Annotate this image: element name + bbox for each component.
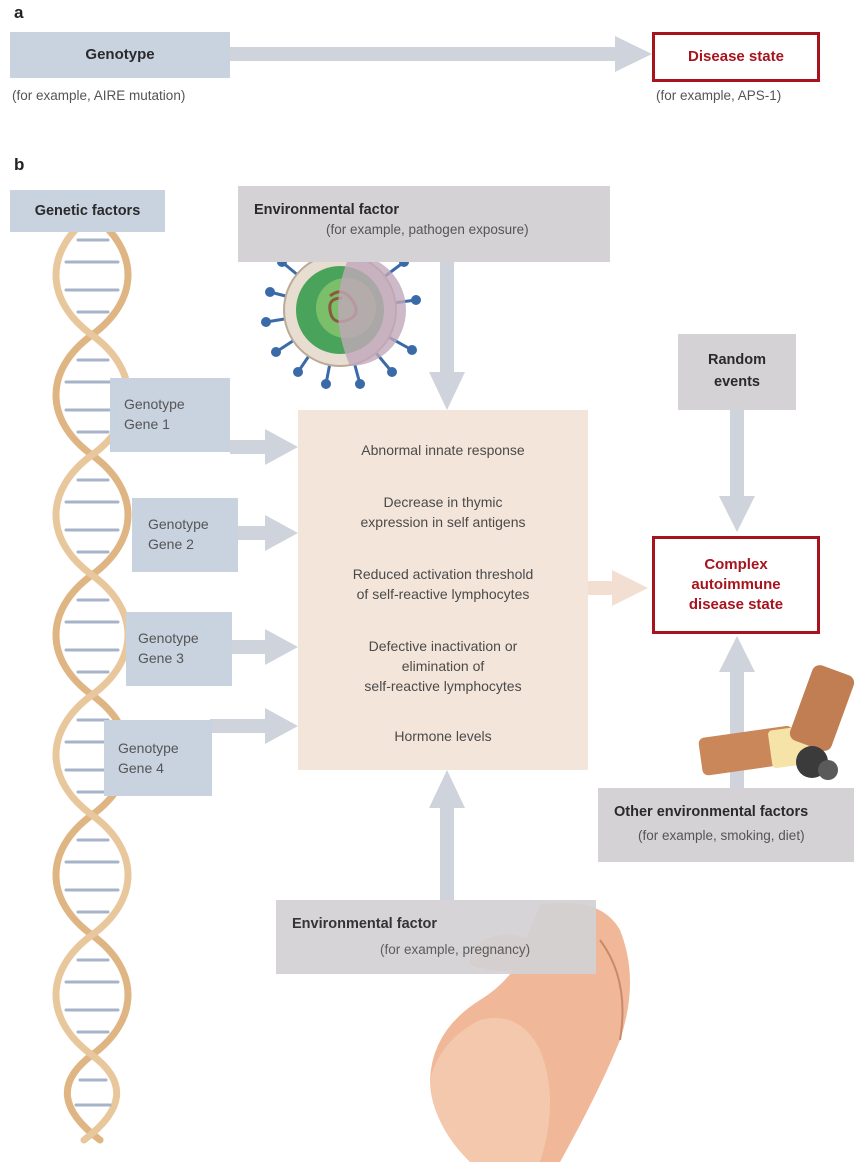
random-events-box: Random events	[678, 334, 796, 410]
dna-helix-illustration	[56, 215, 128, 1140]
pathogen-arrow	[429, 260, 465, 410]
env-pathogen-box: Environmental factor (for example, patho…	[238, 186, 610, 262]
genotype-label: Genotype	[85, 46, 154, 63]
genetic-factors-box: Genetic factors	[10, 190, 165, 232]
gene-arrows	[210, 429, 298, 744]
gene-2-box: Genotype Gene 2	[132, 498, 238, 572]
other-env-example: (for example, smoking, diet)	[638, 828, 805, 843]
panel-b-letter: b	[14, 155, 24, 175]
env-pregnancy-title: Environmental factor	[292, 916, 437, 932]
disease-example: (for example, APS-1)	[656, 88, 781, 103]
mechanism-hormone-levels: Hormone levels	[298, 726, 588, 746]
env-pregnancy-example: (for example, pregnancy)	[380, 942, 530, 957]
pregnancy-arrow	[429, 770, 465, 900]
mechanism-thymic-line-2: expression in self antigens	[298, 512, 588, 532]
genotype-to-disease-arrow	[230, 36, 652, 72]
gene-4-line-2: Gene 4	[118, 758, 164, 778]
gene-4-line-1: Genotype	[118, 738, 179, 758]
disease-state-label: Disease state	[688, 48, 784, 65]
mechanisms-to-disease-arrow	[588, 570, 648, 606]
complex-disease-line-3: disease state	[655, 595, 817, 615]
gene-2-line-1: Genotype	[148, 514, 209, 534]
mechanism-threshold-line-2: of self-reactive lymphocytes	[298, 584, 588, 604]
complex-disease-line-2: autoimmune	[655, 575, 817, 595]
mechanisms-box: Abnormal innate response Decrease in thy…	[298, 410, 588, 770]
env-pathogen-example: (for example, pathogen exposure)	[326, 222, 529, 237]
env-pathogen-title: Environmental factor	[254, 202, 399, 218]
random-events-line-2: events	[678, 374, 796, 390]
gene-1-box: Genotype Gene 1	[110, 378, 230, 452]
complex-disease-line-1: Complex	[655, 555, 817, 575]
mechanism-inactivation-line-2: elimination of	[298, 656, 588, 676]
gene-2-line-2: Gene 2	[148, 534, 194, 554]
genotype-example: (for example, AIRE mutation)	[12, 88, 185, 103]
gene-3-line-1: Genotype	[138, 628, 199, 648]
disease-state-box: Disease state	[652, 32, 820, 82]
gene-1-line-2: Gene 1	[124, 414, 170, 434]
panel-a-letter: a	[14, 3, 23, 23]
gene-1-line-1: Genotype	[124, 394, 185, 414]
mechanism-threshold-line-1: Reduced activation threshold	[298, 564, 588, 584]
genetic-factors-label: Genetic factors	[35, 203, 141, 219]
mechanism-thymic-line-1: Decrease in thymic	[298, 492, 588, 512]
other-env-title: Other environmental factors	[614, 804, 808, 820]
complex-disease-box: Complex autoimmune disease state	[652, 536, 820, 634]
gene-3-line-2: Gene 3	[138, 648, 184, 668]
gene-4-box: Genotype Gene 4	[104, 720, 212, 796]
random-events-line-1: Random	[678, 352, 796, 368]
env-pregnancy-box: Environmental factor (for example, pregn…	[276, 900, 596, 974]
other-env-box: Other environmental factors (for example…	[598, 788, 854, 862]
random-events-arrow	[719, 410, 755, 532]
gene-3-box: Genotype Gene 3	[126, 612, 232, 686]
mechanism-innate-response: Abnormal innate response	[298, 440, 588, 460]
mechanism-inactivation-line-1: Defective inactivation or	[298, 636, 588, 656]
cigarette-illustration	[698, 663, 856, 780]
mechanism-inactivation-line-3: self-reactive lymphocytes	[298, 676, 588, 696]
genotype-box: Genotype	[10, 32, 230, 78]
